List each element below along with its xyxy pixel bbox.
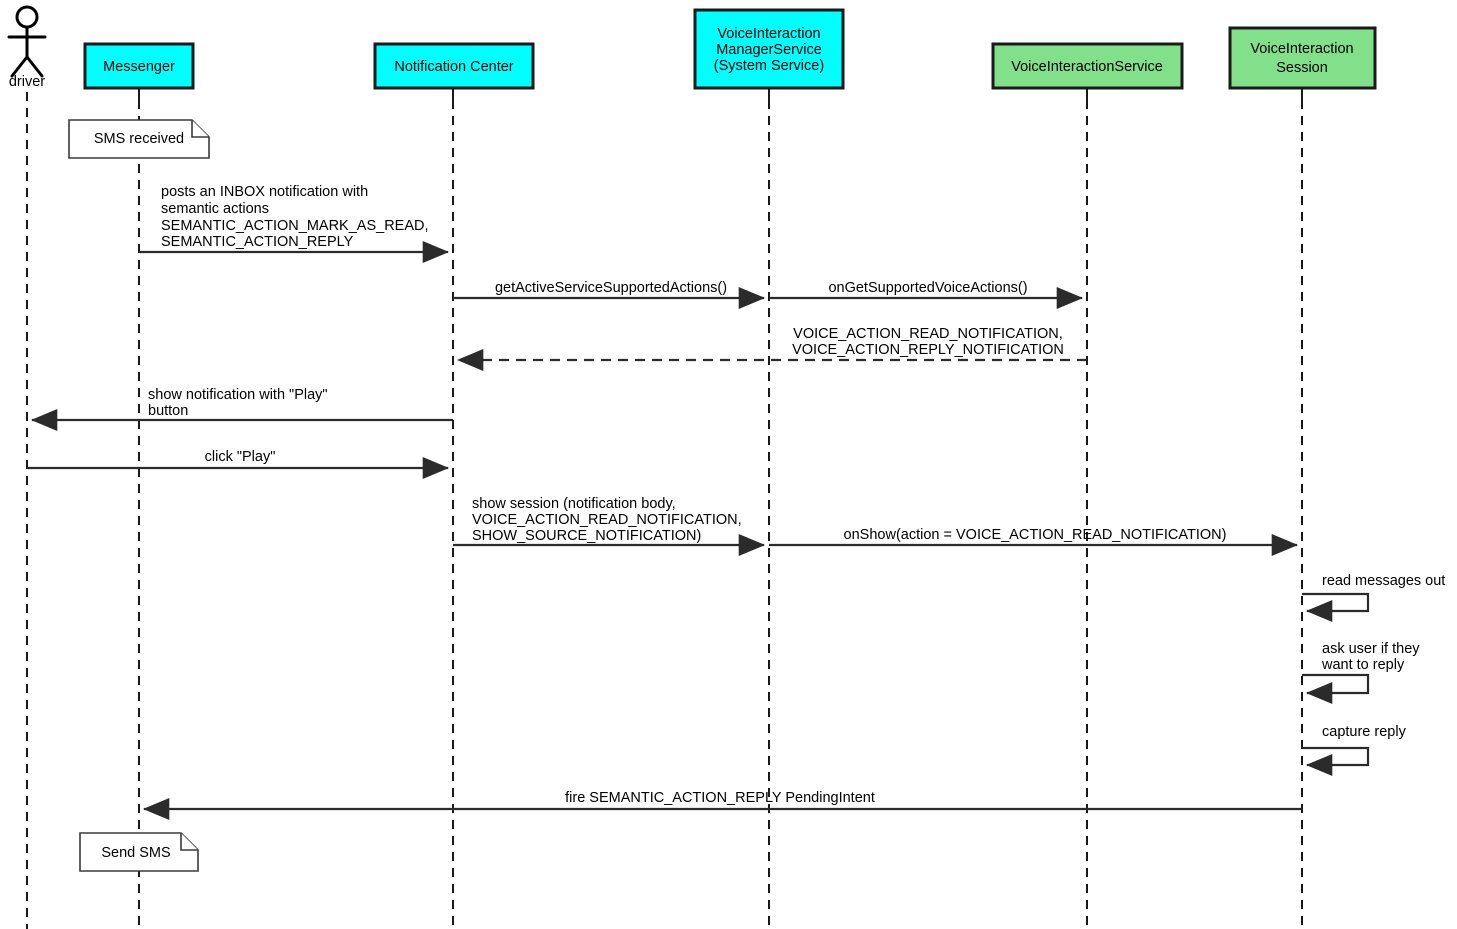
participant-box-messenger[interactable]: [83, 42, 195, 90]
message-on-get-supported-voice-actions: onGetSupportedVoiceActions(): [769, 280, 1084, 309]
self-message-capture-reply: capture reply: [1302, 724, 1407, 776]
message-label-get-active-service-supported-actions: getActiveServiceSupportedActions(): [495, 280, 727, 296]
participant-label-vis-line1: VoiceInteraction: [1250, 41, 1353, 57]
participant-label-notification-center: Notification Center: [394, 59, 513, 75]
participant-label-vims-line3: (System Service): [714, 58, 824, 74]
self-message-label-line: ask user if they: [1322, 641, 1420, 657]
message-fire-semantic-action-reply-pendingintent: fire SEMANTIC_ACTION_REPLY PendingIntent: [142, 790, 1302, 820]
message-label-line: VOICE_ACTION_REPLY_NOTIFICATION: [792, 342, 1064, 358]
participant-voice-interaction-session[interactable]: VoiceInteraction Session: [1228, 26, 1377, 929]
participant-label-messenger: Messenger: [103, 59, 175, 75]
participant-label-voice-interaction-service: VoiceInteractionService: [1011, 59, 1163, 75]
participant-messenger[interactable]: Messenger: [83, 42, 195, 929]
participant-box-voice-interaction-manager-service[interactable]: [693, 8, 845, 90]
self-message-read-messages-out: read messages out: [1302, 573, 1445, 622]
message-label-on-show: onShow(action = VOICE_ACTION_READ_NOTIFI…: [844, 527, 1227, 543]
message-voice-actions-return: VOICE_ACTION_READ_NOTIFICATION, VOICE_AC…: [456, 326, 1087, 371]
message-label-line: VOICE_ACTION_READ_NOTIFICATION,: [472, 512, 742, 528]
actor-label: driver: [9, 74, 45, 90]
self-message-ask-user-if-they-want-to-reply: ask user if they want to reply: [1302, 641, 1420, 704]
participant-box-voice-interaction-session[interactable]: [1228, 26, 1377, 90]
message-label-line: show notification with "Play": [148, 387, 328, 403]
message-posts-inbox-notification: posts an INBOX notification with semanti…: [139, 184, 450, 263]
participant-box-voice-interaction-service[interactable]: [991, 42, 1184, 90]
self-message-label-capture-reply: capture reply: [1322, 724, 1407, 740]
message-show-session: show session (notification body, VOICE_A…: [453, 496, 766, 556]
message-label-line: SHOW_SOURCE_NOTIFICATION): [472, 528, 701, 544]
message-get-active-service-supported-actions: getActiveServiceSupportedActions(): [453, 280, 766, 309]
message-label-line: VOICE_ACTION_READ_NOTIFICATION,: [793, 326, 1063, 342]
actor-driver: driver: [7, 5, 47, 929]
message-label-line: show session (notification body,: [472, 496, 676, 512]
note-send-sms-shape: [79, 832, 199, 872]
message-label-line: button: [148, 403, 188, 419]
self-message-label-line: want to reply: [1321, 657, 1405, 673]
message-label-fire-semantic-action-reply-pendingintent: fire SEMANTIC_ACTION_REPLY PendingIntent: [565, 790, 875, 806]
message-label-line: SEMANTIC_ACTION_MARK_AS_READ,: [161, 218, 429, 234]
actor-head-icon: [15, 5, 39, 29]
message-label-on-get-supported-voice-actions: onGetSupportedVoiceActions(): [828, 280, 1027, 296]
note-sms-received: SMS received: [68, 119, 210, 159]
participant-voice-interaction-service[interactable]: VoiceInteractionService: [991, 42, 1184, 929]
participant-box-notification-center[interactable]: [373, 42, 535, 90]
self-message-loop-capture-reply: [1302, 746, 1370, 767]
note-sms-received-shape: [68, 119, 210, 159]
actor-left-leg-icon: [10, 55, 29, 78]
participant-notification-center[interactable]: Notification Center: [373, 42, 535, 929]
participant-label-vims-line1: VoiceInteraction: [717, 26, 820, 42]
self-message-loop-ask-user-if-they-want-to-reply: [1302, 673, 1370, 695]
self-message-label-read-messages-out: read messages out: [1322, 573, 1445, 589]
message-label-line: semantic actions: [161, 201, 269, 217]
message-label-line: SEMANTIC_ACTION_REPLY: [161, 234, 354, 250]
participant-label-vis-line2: Session: [1276, 60, 1328, 76]
note-send-sms: Send SMS: [79, 832, 199, 872]
participant-voice-interaction-manager-service[interactable]: VoiceInteraction ManagerService (System …: [693, 8, 845, 929]
participant-label-vims-line2: ManagerService: [716, 42, 822, 58]
message-click-play: click "Play": [27, 449, 450, 479]
message-show-notification-with-play: show notification with "Play" button: [30, 387, 453, 431]
note-send-sms-fold-icon: [180, 833, 198, 851]
message-label-line: posts an INBOX notification with: [161, 184, 368, 200]
note-sms-received-label: SMS received: [94, 131, 184, 147]
note-send-sms-label: Send SMS: [101, 845, 170, 861]
actor-right-leg-icon: [25, 55, 44, 78]
message-on-show: onShow(action = VOICE_ACTION_READ_NOTIFI…: [769, 527, 1299, 556]
message-label-click-play: click "Play": [205, 449, 276, 465]
self-message-loop-read-messages-out: [1302, 592, 1370, 613]
note-sms-received-fold-icon: [191, 120, 209, 138]
